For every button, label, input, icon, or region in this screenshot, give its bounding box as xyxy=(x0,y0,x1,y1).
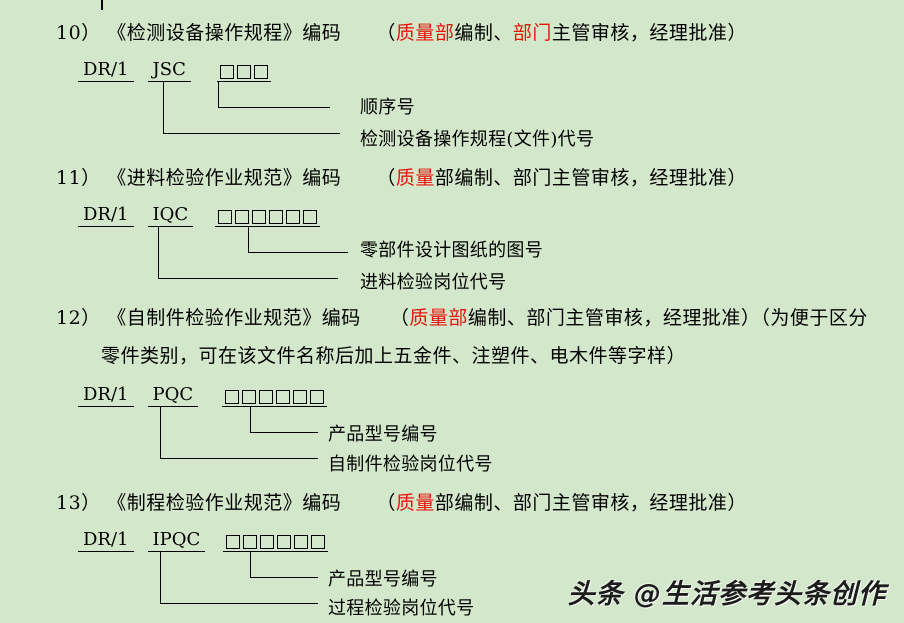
item-12-title: 《自制件检验作业规范》编码 xyxy=(107,307,361,329)
code-box xyxy=(236,65,251,79)
item-10-code-row: DR/1 JSC xyxy=(78,60,271,82)
item-12-leader-2-label: 自制件检验岗位代号 xyxy=(328,454,493,475)
item-12-note-red-1: 质量部 xyxy=(409,307,468,329)
item-10-code-seg1: DR/1 xyxy=(78,60,134,82)
item-12-continuation-line: 零件类别，可在该文件名称后加上五金件、注塑件、电木件等字样） xyxy=(101,345,687,367)
item-13-note-red-1: 质量 xyxy=(395,492,435,514)
item-12-leader-2-horizontal xyxy=(160,458,318,459)
code-box xyxy=(219,65,234,79)
item-11-heading: 11） 《进料检验作业规范》编码 （质量部编制、部门主管审核，经理批准） xyxy=(56,163,747,190)
item-13-leader-1-horizontal xyxy=(250,577,318,578)
item-13-code-boxes xyxy=(223,535,329,552)
item-11-title: 《进料检验作业规范》编码 xyxy=(107,167,342,189)
item-12-code-seg1: DR/1 xyxy=(78,385,134,407)
item-13-title: 《制程检验作业规范》编码 xyxy=(107,492,342,514)
item-12-number: 12） xyxy=(56,307,101,329)
item-10-leader-2-vertical xyxy=(163,82,164,134)
code-box xyxy=(218,210,233,224)
code-box xyxy=(311,535,326,549)
code-box xyxy=(293,390,308,404)
code-box xyxy=(303,210,318,224)
item-10-code-seg2: JSC xyxy=(147,60,191,82)
item-10-number: 10） xyxy=(56,22,101,44)
item-11-code-seg2: IQC xyxy=(147,205,194,227)
item-10-leader-1-vertical xyxy=(218,82,219,108)
item-11-number: 11） xyxy=(56,167,101,189)
item-11-code-boxes xyxy=(215,210,321,227)
item-10-title: 《检测设备操作规程》编码 xyxy=(107,22,342,44)
item-10-note-red-1: 质量部 xyxy=(395,22,455,44)
item-13-code-seg1: DR/1 xyxy=(78,530,134,552)
code-box xyxy=(243,535,258,549)
item-13-leader-1-label: 产品型号编号 xyxy=(328,569,438,590)
code-box xyxy=(277,535,292,549)
code-box xyxy=(235,210,250,224)
item-13-leader-2-horizontal xyxy=(160,603,318,604)
item-12-heading: 12） 《自制件检验作业规范》编码 （质量部编制、部门主管审核，经理批准）（为便… xyxy=(56,303,868,330)
item-12-leader-1-label: 产品型号编号 xyxy=(328,424,438,445)
item-11-leader-1-vertical xyxy=(248,227,249,253)
code-box xyxy=(252,210,267,224)
item-11-note-red-1: 质量 xyxy=(395,167,435,189)
item-10-note-open: （ xyxy=(376,22,396,44)
code-box xyxy=(225,390,240,404)
item-11-leader-2-vertical xyxy=(158,227,159,279)
item-10-leader-1-horizontal xyxy=(218,107,330,108)
item-10-heading: 10） 《检测设备操作规程》编码 （质量部编制、部门主管审核，经理批准） xyxy=(56,18,747,45)
item-10-leader-2-horizontal xyxy=(163,133,340,134)
code-box xyxy=(260,535,275,549)
item-13-code-row: DR/1 IPQC xyxy=(78,530,329,552)
item-10-code-boxes xyxy=(216,65,271,82)
item-13-leader-2-label: 过程检验岗位代号 xyxy=(328,598,475,619)
item-12-code-boxes xyxy=(222,390,328,407)
item-13-leader-1-vertical xyxy=(250,552,251,578)
item-11-leader-2-horizontal xyxy=(158,278,338,279)
item-10-leader-1-label: 顺序号 xyxy=(360,97,415,118)
code-box xyxy=(294,535,309,549)
item-12-note-open: （ xyxy=(389,307,410,329)
item-13-code-seg2: IPQC xyxy=(147,530,206,552)
item-12-leader-1-vertical xyxy=(250,407,251,433)
item-10-leader-2-label: 检测设备操作规程(文件)代号 xyxy=(360,129,595,150)
code-box xyxy=(242,390,257,404)
code-box xyxy=(226,535,241,549)
item-13-note-tail: 部编制、部门主管审核，经理批准） xyxy=(434,492,747,514)
item-10-note-mid: 编制、 xyxy=(454,22,513,44)
item-13-number: 13） xyxy=(56,492,101,514)
item-10-note-red-2: 部门 xyxy=(512,22,552,44)
code-box xyxy=(286,210,301,224)
item-11-note-open: （ xyxy=(376,167,396,189)
item-12-note-tail: 编制、部门主管审核，经理批准）（为便于区分 xyxy=(467,307,868,329)
code-box xyxy=(253,65,268,79)
code-box xyxy=(310,390,325,404)
item-12-code-row: DR/1 PQC xyxy=(78,385,328,407)
code-box xyxy=(269,210,284,224)
item-12-leader-1-horizontal xyxy=(250,432,318,433)
item-11-note-tail: 部编制、部门主管审核，经理批准） xyxy=(434,167,747,189)
item-11-code-seg1: DR/1 xyxy=(78,205,134,227)
watermark: 头条 @生活参考头条创作 xyxy=(567,579,886,610)
cut-off-stroke xyxy=(101,0,103,10)
item-13-leader-2-vertical xyxy=(160,552,161,604)
code-box xyxy=(259,390,274,404)
item-13-note-open: （ xyxy=(376,492,396,514)
item-13-heading: 13） 《制程检验作业规范》编码 （质量部编制、部门主管审核，经理批准） xyxy=(56,488,747,515)
item-11-leader-1-label: 零部件设计图纸的图号 xyxy=(360,240,543,261)
code-box xyxy=(276,390,291,404)
item-11-leader-1-horizontal xyxy=(248,252,348,253)
item-11-code-row: DR/1 IQC xyxy=(78,205,321,227)
item-12-code-seg2: PQC xyxy=(147,385,199,407)
item-11-leader-2-label: 进料检验岗位代号 xyxy=(360,272,507,293)
item-10-note-tail: 主管审核，经理批准） xyxy=(551,22,747,44)
item-12-leader-2-vertical xyxy=(160,407,161,459)
